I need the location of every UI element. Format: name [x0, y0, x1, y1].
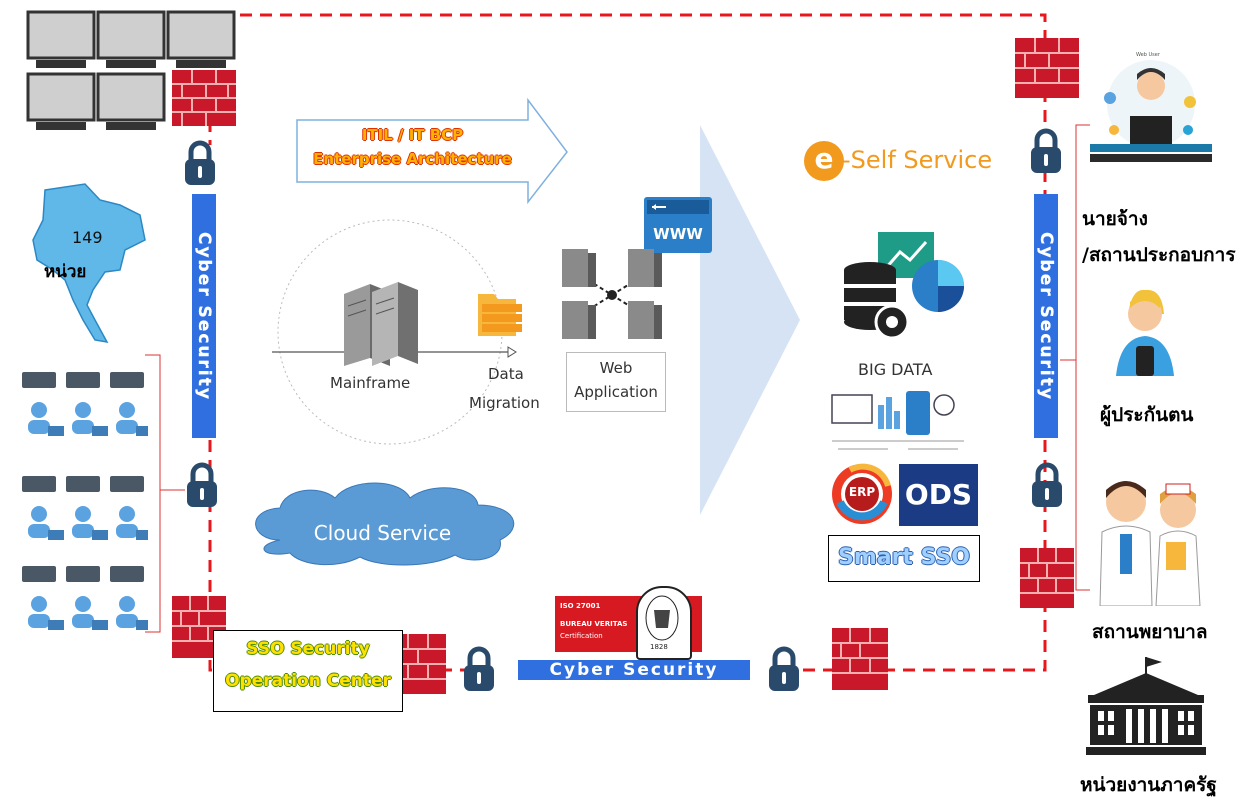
mainframe-server-icon [340, 282, 420, 368]
www-browser-icon [644, 197, 712, 253]
lock-icon [769, 646, 799, 691]
network-users-group [20, 562, 150, 637]
erp-logo-icon [830, 462, 894, 526]
government-building-icon [1086, 655, 1206, 755]
hospital-label: สถานพยาบาล [1092, 621, 1208, 643]
analytics-illustration [828, 385, 968, 457]
web-application-label-1: Web [599, 359, 633, 377]
lock-icon [1031, 128, 1061, 173]
data-migration-label-1: Data [488, 365, 524, 383]
mainframe-label: Mainframe [330, 374, 411, 392]
web-user-label: Web User [1136, 52, 1160, 58]
cloud-service-label: Cloud Service [313, 521, 452, 545]
big-data-icon [842, 230, 966, 340]
monitor-wall [26, 10, 238, 134]
bv-label: BUREAU VERITAS [560, 620, 628, 628]
lock-icon [187, 462, 217, 507]
network-users-group [20, 368, 150, 443]
cyber-security-left-bar: Cyber Security [192, 194, 216, 438]
erp-label: ERP [848, 485, 876, 499]
smart-sso-label: Smart SSO [837, 545, 971, 570]
cyber-security-bottom-bar: Cyber Security [518, 660, 750, 680]
thailand-map [25, 180, 150, 346]
soc-box: SSO Security Operation Center [213, 630, 403, 712]
unit-label: หน่วย [44, 262, 87, 282]
government-label: หน่วยงานภาครัฐ [1080, 774, 1217, 796]
smart-sso-box: Smart SSO [828, 535, 980, 582]
lock-icon [185, 140, 215, 185]
cyber-security-right-bar: Cyber Security [1034, 194, 1058, 438]
web-application-label-2: Application [574, 383, 658, 401]
soc-label-1: SSO Security [246, 639, 370, 659]
eself-logo-icon: e [804, 141, 844, 181]
soc-label-2: Operation Center [225, 671, 391, 691]
ods-logo [899, 464, 978, 526]
www-label: WWW [653, 225, 703, 243]
hospital-staff-illustration [1086, 472, 1214, 607]
employer-label-2: /สถานประกอบการ [1082, 244, 1236, 266]
unit-count: 149 [72, 228, 103, 247]
web-server-cluster-icon [558, 245, 666, 345]
network-users-group [20, 472, 150, 547]
itil-label: ITIL / IT BCP [361, 126, 464, 144]
certification-label: Certification [560, 632, 603, 640]
lock-icon [1032, 462, 1062, 507]
database-icon [476, 290, 524, 338]
ods-label: ODS [904, 478, 973, 511]
enterprise-architecture-label: Enterprise Architecture [313, 150, 512, 168]
data-migration-label-2: Migration [469, 394, 540, 412]
firewall-icon [832, 628, 888, 690]
lock-icon [464, 646, 494, 691]
firewall-icon [172, 70, 236, 126]
bureau-veritas-seal-icon [636, 586, 692, 660]
firewall-icon [1015, 38, 1079, 98]
iso-label: ISO 27001 [560, 602, 601, 610]
insured-person-icon [1110, 280, 1180, 380]
firewall-icon [1020, 548, 1074, 608]
seal-year-label: 1828 [650, 643, 668, 651]
employer-label-1: นายจ้าง [1082, 208, 1148, 230]
big-data-label: BIG DATA [858, 360, 933, 379]
eself-service-label: -Self Service [842, 146, 993, 174]
web-user-illustration [1090, 44, 1212, 176]
insured-label: ผู้ประกันตน [1100, 404, 1194, 426]
web-application-box: Web Application [566, 352, 666, 412]
